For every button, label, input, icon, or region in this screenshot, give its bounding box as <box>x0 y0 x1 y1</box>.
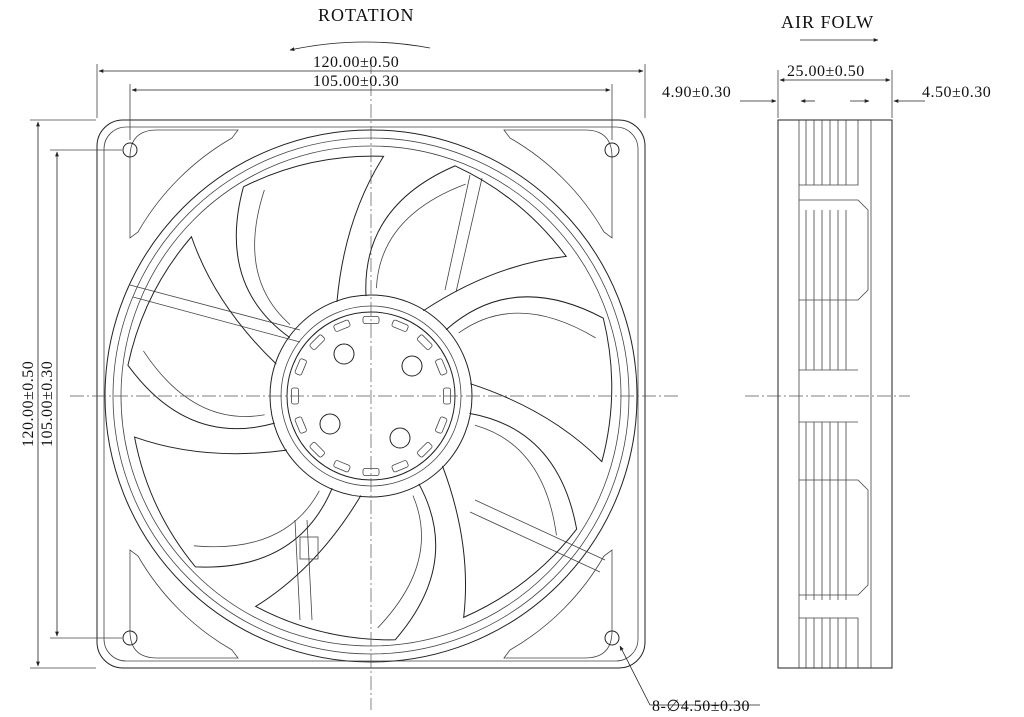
side-upper-rails <box>799 120 869 371</box>
hub-hole-icon <box>319 413 341 435</box>
rotation-arrow-icon <box>289 41 431 51</box>
left-flange-label: 4.90±0.30 <box>662 84 731 101</box>
hub-slot <box>362 316 380 324</box>
blade-edge <box>474 424 557 536</box>
height-outer-label: 120.00±0.50 <box>20 361 37 447</box>
side-body-outline <box>777 119 893 669</box>
hub-slot <box>417 442 433 458</box>
blade-edge <box>143 350 265 417</box>
blade <box>365 165 568 312</box>
width-hole-label: 105.00±0.30 <box>313 73 399 90</box>
blade-edge <box>458 312 596 339</box>
blade <box>235 155 385 339</box>
rotation-label: ROTATION <box>318 5 415 25</box>
side-view: AIR FOLW 25.00±0.50 4.90±0.3 <box>662 12 991 669</box>
blade-edge <box>375 183 466 289</box>
hub-slot <box>435 416 448 434</box>
blade <box>442 412 578 619</box>
hub-hole-icon <box>333 343 355 365</box>
wire-clip <box>299 536 319 560</box>
width-outer-label: 120.00±0.50 <box>313 54 399 71</box>
blade-edge <box>254 189 291 325</box>
height-dimensions: 120.00±0.50 105.00±0.30 <box>20 119 122 669</box>
front-view: ROTATION 120.00±0.50 105.00±0.30 120.00±… <box>20 5 760 715</box>
blade-edge <box>193 490 320 548</box>
hub-slot <box>391 319 409 332</box>
mounting-hole-icon <box>122 630 138 646</box>
support-struts <box>129 174 606 621</box>
blade <box>127 235 277 430</box>
mounting-holes <box>122 142 620 646</box>
airflow-label: AIR FOLW <box>781 12 874 32</box>
height-hole-label: 105.00±0.30 <box>39 361 56 447</box>
hole-callout-leader <box>620 646 760 706</box>
hub-slot <box>435 358 448 376</box>
right-flange-label: 4.50±0.30 <box>922 84 991 101</box>
hub-hole-icon <box>389 427 411 449</box>
width-dimensions: 120.00±0.50 105.00±0.30 <box>96 54 646 140</box>
mounting-hole-icon <box>604 630 620 646</box>
hub-slot <box>391 460 409 473</box>
hub-slot <box>333 319 351 332</box>
hub-slot <box>294 358 307 376</box>
impeller-blades <box>127 155 613 641</box>
blade <box>254 483 437 641</box>
mounting-hole-icon <box>604 142 620 158</box>
hub-slot <box>309 442 325 458</box>
hub-hole-icon <box>401 355 423 377</box>
hub-slot <box>309 334 325 350</box>
hole-callout-label: 8-∅4.50±0.30 <box>652 698 750 715</box>
mounting-hole-icon <box>122 142 138 158</box>
blade <box>445 296 613 463</box>
corner-pockets <box>129 129 613 659</box>
hub-slot <box>333 460 351 473</box>
side-lower-rails <box>799 421 869 668</box>
hub-holes <box>319 343 423 449</box>
hub-slot <box>294 416 307 434</box>
hub-slot <box>417 334 433 350</box>
blade-edge <box>377 495 422 629</box>
blade <box>133 436 333 568</box>
depth-label: 25.00±0.50 <box>787 63 865 80</box>
